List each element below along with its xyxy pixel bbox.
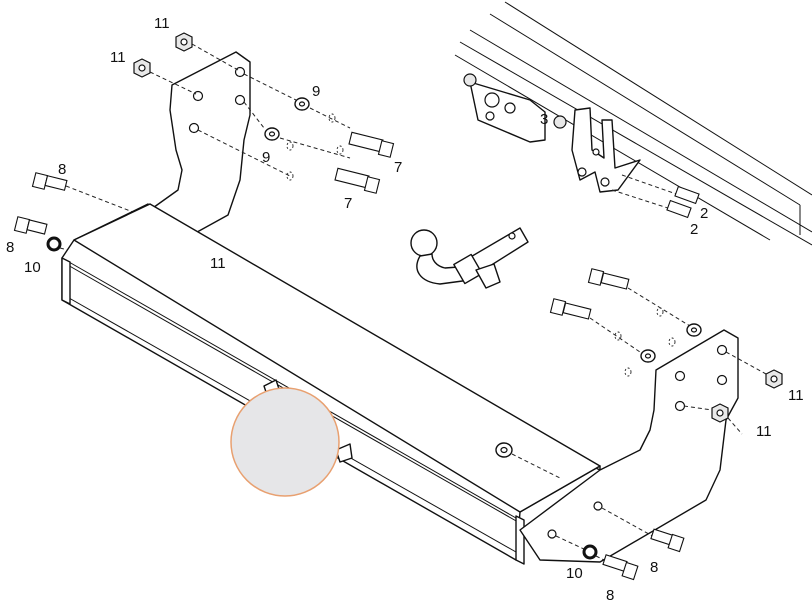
callout-10-left: 10 bbox=[24, 259, 41, 276]
beam-washer bbox=[495, 442, 561, 479]
callout-8-bottom-a: 8 bbox=[650, 559, 658, 576]
callout-3-bracket: 3 bbox=[540, 111, 548, 128]
bolt-left-a bbox=[31, 172, 139, 215]
callout-8-left-a: 8 bbox=[58, 161, 66, 178]
chassis-side-bracket bbox=[571, 107, 641, 193]
washer-top-a bbox=[243, 73, 351, 129]
washer-left bbox=[46, 236, 69, 252]
nut-right-b bbox=[683, 403, 743, 435]
callout-2-bracket-a: 2 bbox=[700, 205, 708, 222]
chassis-mount-bracket bbox=[463, 73, 567, 143]
callout-7-top-b: 7 bbox=[344, 195, 352, 212]
bracket-bolt-2a bbox=[621, 174, 700, 205]
callout-8-left-b: 8 bbox=[6, 239, 14, 256]
bolt-right-a bbox=[587, 268, 702, 337]
callout-11-top-b: 11 bbox=[110, 49, 126, 66]
bolt-left-b bbox=[13, 216, 48, 235]
bolt-bottom-b bbox=[595, 554, 639, 581]
main-cross-beam bbox=[61, 203, 601, 565]
nut-top-a bbox=[175, 32, 239, 71]
washer-top-b bbox=[243, 101, 351, 159]
callout-8-bottom-b: 8 bbox=[606, 587, 614, 604]
highlight-circle bbox=[230, 387, 340, 497]
nut-top-b bbox=[133, 58, 197, 95]
bracket-bolt-2b bbox=[611, 189, 692, 219]
callout-11-right-a: 11 bbox=[788, 387, 804, 404]
callout-9-top-a: 9 bbox=[312, 83, 320, 100]
bolt-right-b bbox=[549, 298, 676, 377]
callout-11-right-b: 11 bbox=[756, 423, 772, 440]
callout-7-top-a: 7 bbox=[394, 159, 402, 176]
tow-ball-neck bbox=[410, 227, 529, 289]
bolt-top-a bbox=[348, 131, 395, 158]
callout-9-top-b: 9 bbox=[262, 149, 270, 166]
right-side-plate bbox=[519, 329, 739, 563]
callout-labels: 11 11 9 9 7 7 8 8 10 11 3 2 2 11 11 8 10… bbox=[6, 15, 804, 604]
callout-2-bracket-b: 2 bbox=[690, 221, 698, 238]
callout-11-mid-left: 11 bbox=[210, 255, 226, 272]
bolt-top-b bbox=[197, 129, 381, 194]
bolt-bottom-a bbox=[601, 507, 685, 553]
nut-right-a bbox=[725, 351, 783, 389]
callout-10-bottom: 10 bbox=[566, 565, 583, 582]
callout-11-top-a: 11 bbox=[154, 15, 170, 32]
washer-bottom bbox=[555, 535, 598, 560]
